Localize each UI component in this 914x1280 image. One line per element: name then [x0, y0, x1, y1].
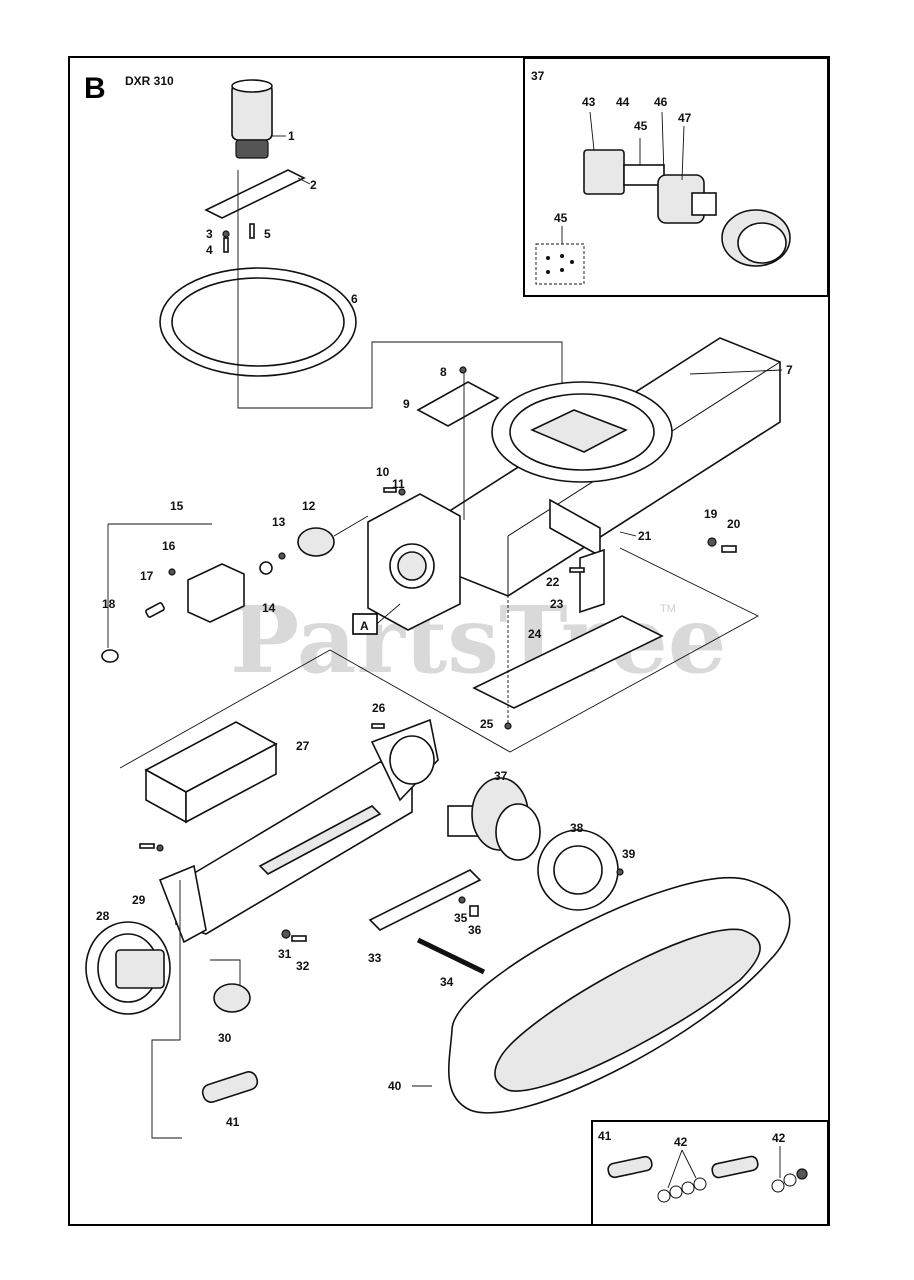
detail-marker-label: A [360, 619, 369, 633]
callout-36: 36 [468, 923, 482, 937]
callout-1: 1 [288, 129, 295, 143]
callout-41: 41 [226, 1115, 240, 1129]
callout-12: 12 [302, 499, 316, 513]
inset-detail-41: 41 42 42 [591, 1120, 829, 1226]
callout-6: 6 [351, 292, 358, 306]
callout-2: 2 [310, 178, 317, 192]
callout-labels: 1 2 3 4 5 6 7 8 9 10 11 12 13 14 15 16 1… [96, 129, 793, 1129]
callout-17: 17 [140, 569, 154, 583]
callout-16: 16 [162, 539, 176, 553]
callout-13: 13 [272, 515, 286, 529]
callout-11: 11 [392, 477, 405, 491]
inset-37-label-45b: 45 [554, 211, 568, 225]
inset-37-label-44: 44 [616, 95, 630, 109]
callout-9: 9 [403, 397, 410, 411]
section-letter: B [84, 72, 106, 105]
callout-14: 14 [262, 601, 276, 615]
callout-27: 27 [296, 739, 310, 753]
callout-15: 15 [170, 499, 184, 513]
callout-22: 22 [546, 575, 560, 589]
callout-26: 26 [372, 701, 386, 715]
callout-32: 32 [296, 959, 310, 973]
callout-5: 5 [264, 227, 271, 241]
callout-10: 10 [376, 465, 390, 479]
callout-34: 34 [440, 975, 454, 989]
callout-18: 18 [102, 597, 116, 611]
callout-3: 3 [206, 227, 213, 241]
inset-37-label-46: 46 [654, 95, 668, 109]
inset-37-label-43: 43 [582, 95, 596, 109]
callout-8: 8 [440, 365, 447, 379]
inset-37-label-45: 45 [634, 119, 648, 133]
callout-20: 20 [727, 517, 741, 531]
inset-37-title: 37 [531, 69, 545, 83]
callout-25: 25 [480, 717, 494, 731]
callout-31: 31 [278, 947, 292, 961]
callout-30: 30 [218, 1031, 232, 1045]
inset-37-label-47: 47 [678, 111, 692, 125]
callout-39: 39 [622, 847, 636, 861]
inset-detail-37: 37 43 44 45 46 47 45 [523, 57, 829, 297]
callout-7: 7 [786, 363, 793, 377]
detail-marker-box [352, 613, 378, 635]
callout-23: 23 [550, 597, 564, 611]
inset-41-label-42b: 42 [772, 1131, 786, 1145]
callout-38: 38 [570, 821, 584, 835]
callout-28: 28 [96, 909, 110, 923]
callout-40: 40 [388, 1079, 402, 1093]
callout-33: 33 [368, 951, 382, 965]
diagram-frame [68, 56, 830, 1226]
callout-24: 24 [528, 627, 542, 641]
inset-41-title: 41 [598, 1129, 612, 1143]
callout-29: 29 [132, 893, 146, 907]
callout-4: 4 [206, 243, 213, 257]
callout-21: 21 [638, 529, 652, 543]
callout-37: 37 [494, 769, 508, 783]
watermark-tm: TM [660, 603, 676, 615]
callout-19: 19 [704, 507, 718, 521]
main-drawing [85, 79, 791, 1139]
inset-41-label-42a: 42 [674, 1135, 688, 1149]
callout-35: 35 [454, 911, 468, 925]
model-label: DXR 310 [125, 74, 174, 88]
